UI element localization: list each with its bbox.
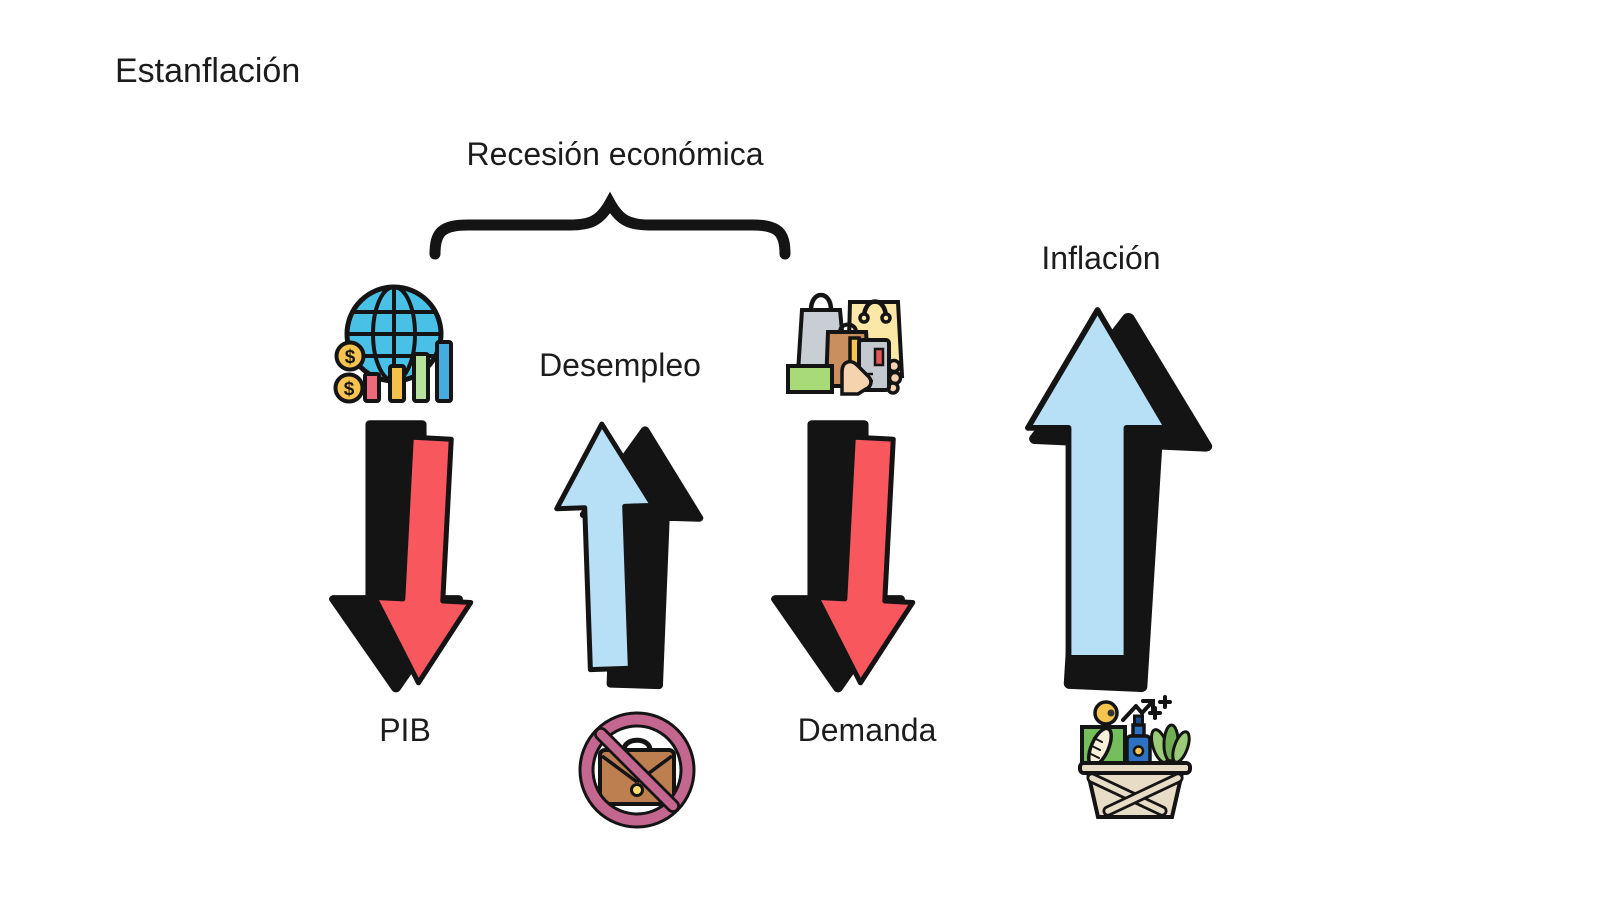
svg-text:$: $ — [344, 379, 355, 400]
svg-text:$: $ — [345, 347, 356, 368]
inflacion-label: Inflación — [1041, 240, 1161, 276]
desempleo-up-arrow — [554, 421, 704, 690]
grocery-basket-icon — [1078, 695, 1192, 819]
brace — [429, 191, 791, 260]
no-work-icon — [578, 711, 696, 829]
demanda-down-arrow — [771, 420, 916, 693]
demanda-label: Demanda — [797, 712, 937, 748]
page-title: Estanflación — [115, 52, 301, 90]
pib-down-arrow — [329, 420, 474, 693]
desempleo-label: Desempleo — [539, 347, 701, 383]
brace-label: Recesión económica — [466, 136, 764, 172]
shopping-bags-icon — [786, 292, 905, 396]
pib-label: PIB — [379, 712, 431, 748]
inflacion-up-arrow — [1025, 307, 1213, 693]
global-economy-icon: $ $ — [333, 284, 453, 404]
